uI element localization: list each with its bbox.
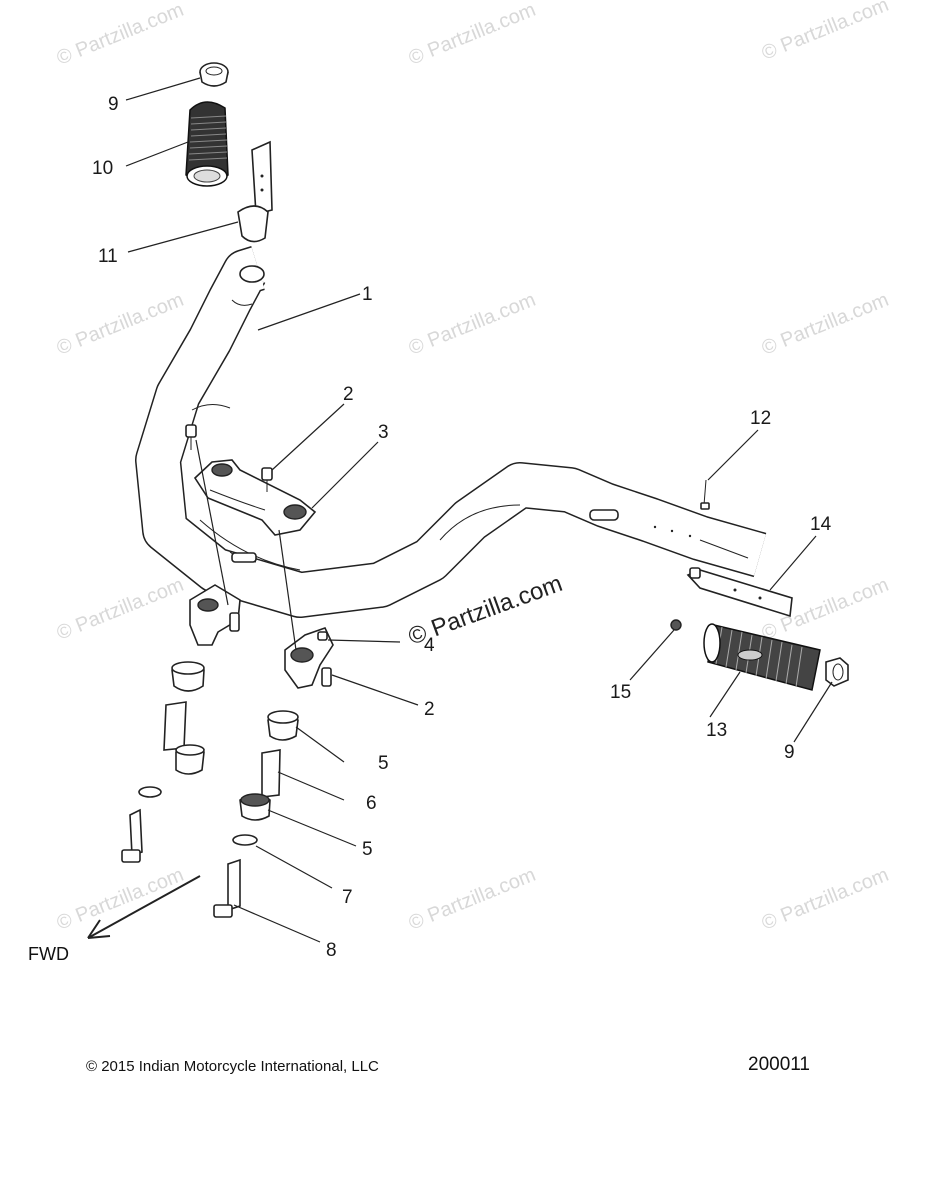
watermark: © Partzilla.com xyxy=(54,289,187,360)
callout-1: 1 xyxy=(362,284,373,305)
callout-9: 9 xyxy=(784,742,795,763)
left-grip xyxy=(185,101,229,187)
left-riser-stack xyxy=(121,661,205,863)
riser-lower-right xyxy=(284,627,334,689)
watermark: © Partzilla.com xyxy=(759,289,892,360)
end-cap-top xyxy=(199,62,229,87)
fwd-label: FWD xyxy=(28,944,69,964)
callout-15: 15 xyxy=(610,682,631,703)
watermark: © Partzilla.com xyxy=(406,289,539,360)
watermark: © Partzilla.com xyxy=(54,0,187,70)
callout-2: 2 xyxy=(424,699,435,720)
callout-9: 9 xyxy=(108,94,119,115)
clamp-bolt xyxy=(185,424,273,492)
copyright-notice: © 2015 Indian Motorcycle International, … xyxy=(86,1058,379,1075)
screw xyxy=(700,479,710,510)
fwd-arrow xyxy=(87,875,201,939)
callout-5: 5 xyxy=(362,839,373,860)
watermark: © Partzilla.com xyxy=(759,864,892,935)
callout-8: 8 xyxy=(326,940,337,961)
callout-10: 10 xyxy=(92,158,113,179)
throttle-tube xyxy=(237,140,273,243)
watermark: © Partzilla.com xyxy=(54,864,187,935)
watermark: © Partzilla.com xyxy=(759,0,892,65)
riser-top-clamp xyxy=(193,459,317,536)
callout-11: 11 xyxy=(98,246,118,267)
callout-12: 12 xyxy=(750,408,771,429)
callout-7: 7 xyxy=(342,887,353,908)
callout-13: 13 xyxy=(706,720,727,741)
handlebar xyxy=(135,246,767,618)
callout-6: 6 xyxy=(366,793,377,814)
watermark: © Partzilla.com xyxy=(54,574,187,645)
right-riser-stack xyxy=(213,710,299,918)
callout-3: 3 xyxy=(378,422,389,443)
watermark: © Partzilla.com xyxy=(406,864,539,935)
watermark: © Partzilla.com xyxy=(406,0,539,70)
right-grip xyxy=(703,623,821,691)
callout-5: 5 xyxy=(378,753,389,774)
diagram-number: 200011 xyxy=(748,1054,810,1075)
callout-4: 4 xyxy=(424,635,435,656)
end-cap-right xyxy=(825,657,849,687)
callout-14: 14 xyxy=(810,514,832,535)
throttle-sleeve xyxy=(686,567,793,618)
callout-2: 2 xyxy=(343,384,354,405)
nut xyxy=(670,619,682,631)
leader-lines xyxy=(125,77,833,943)
callout-labels: 9 10 11 1 2 3 4 2 5 6 5 7 8 12 14 15 13 … xyxy=(92,94,832,961)
